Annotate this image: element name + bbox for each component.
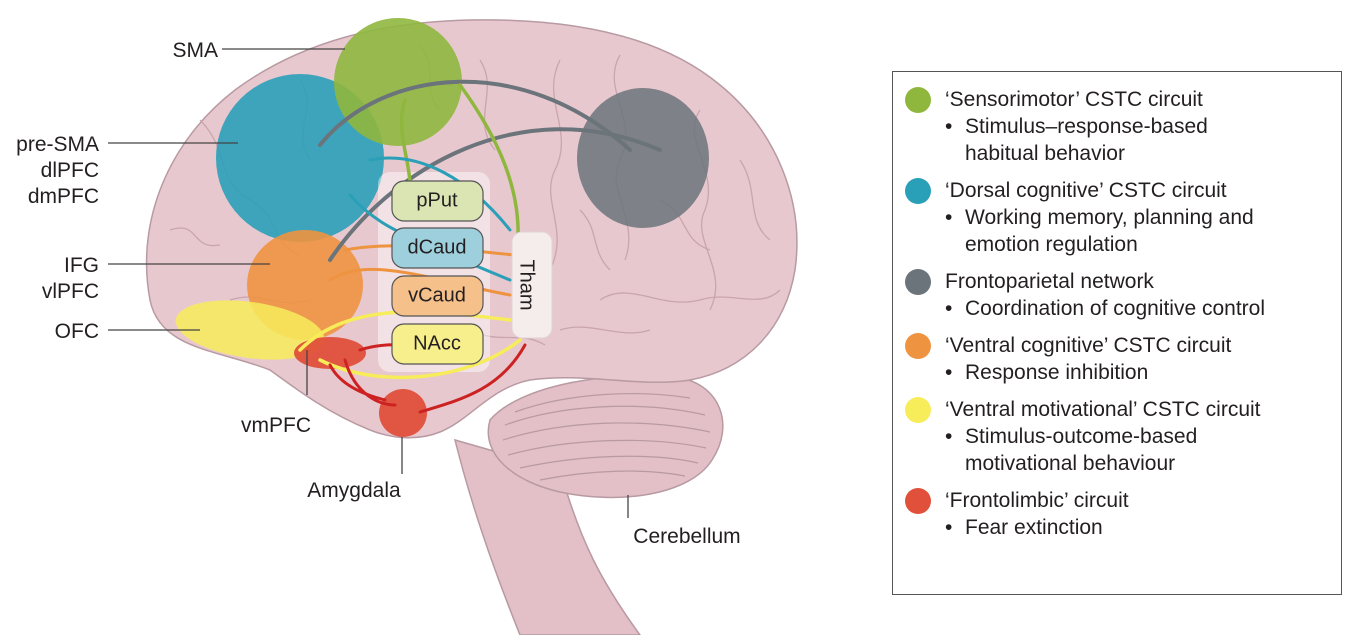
striatum-label-dcaud: dCaud <box>408 236 467 258</box>
legend-dot-frontolimbic <box>905 487 931 514</box>
label-ofc: OFC <box>55 320 99 343</box>
leader-lines <box>108 48 629 518</box>
legend-dot-ventral-motivational <box>905 396 931 423</box>
legend-dot-sensorimotor <box>905 86 931 113</box>
legend-title-frontoparietal: Frontoparietal network <box>945 270 1154 293</box>
cerebellum-folds <box>502 393 711 481</box>
legend-dot-ventral-cognitive <box>905 332 931 359</box>
striatum-label-vcaud: vCaud <box>408 284 466 306</box>
legend-item-sensorimotor: ‘Sensorimotor’ CSTC circuit • Stimulus–r… <box>905 86 1341 167</box>
label-dlpfc: dlPFC <box>41 159 99 182</box>
amygdala-region <box>379 389 427 437</box>
dorsal-cognitive-path <box>368 156 512 232</box>
striatum-panel <box>378 172 490 372</box>
legend: ‘Sensorimotor’ CSTC circuit • Stimulus–r… <box>892 71 1342 595</box>
label-ifg: IFG <box>64 254 99 277</box>
ventral-motivational-path <box>298 310 512 352</box>
legend-item-frontolimbic: ‘Frontolimbic’ circuit • Fear extinction <box>905 487 1341 541</box>
frontoparietal-region <box>577 88 709 228</box>
bullet-icon: • <box>945 361 953 384</box>
sensorimotor-path <box>399 98 412 187</box>
legend-title-sensorimotor: ‘Sensorimotor’ CSTC circuit <box>945 88 1203 111</box>
striatum-box-dcaud: dCaud <box>391 227 484 269</box>
legend-title-ventral-motivational: ‘Ventral motivational’ CSTC circuit <box>945 398 1261 421</box>
bullet-icon: • <box>945 425 953 448</box>
legend-desc-frontolimbic: Fear extinction <box>965 516 1103 539</box>
striatum-label-nacc: NAcc <box>413 332 461 354</box>
dorsal-cognitive-region <box>216 74 384 242</box>
legend-title-dorsal-cognitive: ‘Dorsal cognitive’ CSTC circuit <box>945 179 1227 202</box>
frontoparietal-path <box>318 79 632 152</box>
label-pre-sma: pre-SMA <box>16 133 99 156</box>
legend-desc-dorsal-cognitive: Working memory, planning and emotion reg… <box>965 206 1254 256</box>
legend-dot-frontoparietal <box>905 268 931 295</box>
frontolimbic-path <box>418 343 527 414</box>
thalamus-box <box>511 231 553 339</box>
bullet-icon: • <box>945 115 953 138</box>
legend-desc-frontoparietal: Coordination of cognitive control <box>965 297 1266 320</box>
sensorimotor-path <box>458 83 520 242</box>
brain-stem <box>453 438 641 635</box>
striatum-label-pput: pPut <box>416 189 458 211</box>
ventral-motivational-path <box>318 338 522 380</box>
legend-desc-ventral-motivational: Stimulus-outcome-based motivational beha… <box>965 425 1198 475</box>
striatum-box-vcaud: vCaud <box>391 275 484 317</box>
ventral-motivational-region <box>175 300 325 360</box>
legend-desc-sensorimotor: Stimulus–response-based habitual behavio… <box>965 115 1208 165</box>
label-vmpfc: vmPFC <box>241 414 311 437</box>
bullet-icon: • <box>945 297 953 320</box>
legend-item-dorsal-cognitive: ‘Dorsal cognitive’ CSTC circuit • Workin… <box>905 177 1341 258</box>
legend-dot-dorsal-cognitive <box>905 177 931 204</box>
legend-title-ventral-cognitive: ‘Ventral cognitive’ CSTC circuit <box>945 334 1232 357</box>
legend-item-ventral-motivational: ‘Ventral motivational’ CSTC circuit • St… <box>905 396 1341 477</box>
frontoparietal-path <box>328 127 662 262</box>
legend-item-frontoparietal: Frontoparietal network • Coordination of… <box>905 268 1341 322</box>
frontolimbic-path <box>328 363 387 402</box>
label-vlpfc: vlPFC <box>42 280 99 303</box>
legend-item-ventral-cognitive: ‘Ventral cognitive’ CSTC circuit • Respo… <box>905 332 1341 386</box>
label-amygdala: Amygdala <box>307 479 401 502</box>
striatum-box-nacc: NAcc <box>391 323 484 365</box>
label-cerebellum: Cerebellum <box>633 525 740 548</box>
bullet-icon: • <box>945 206 953 229</box>
label-dmpfc: dmPFC <box>28 185 99 208</box>
striatum-box-pput: pPut <box>391 180 484 222</box>
bullet-icon: • <box>945 516 953 539</box>
legend-title-frontolimbic: ‘Frontolimbic’ circuit <box>945 489 1129 512</box>
thalamus-label: Tham <box>516 259 538 310</box>
brain-diagram: Tham pPut dCaud vCaud NAcc SMA pre-SMA d… <box>16 18 798 635</box>
legend-desc-ventral-cognitive: Response inhibition <box>965 361 1149 384</box>
vmpfc-region <box>294 337 366 369</box>
sensorimotor-region <box>334 18 462 146</box>
label-sma: SMA <box>172 39 218 62</box>
